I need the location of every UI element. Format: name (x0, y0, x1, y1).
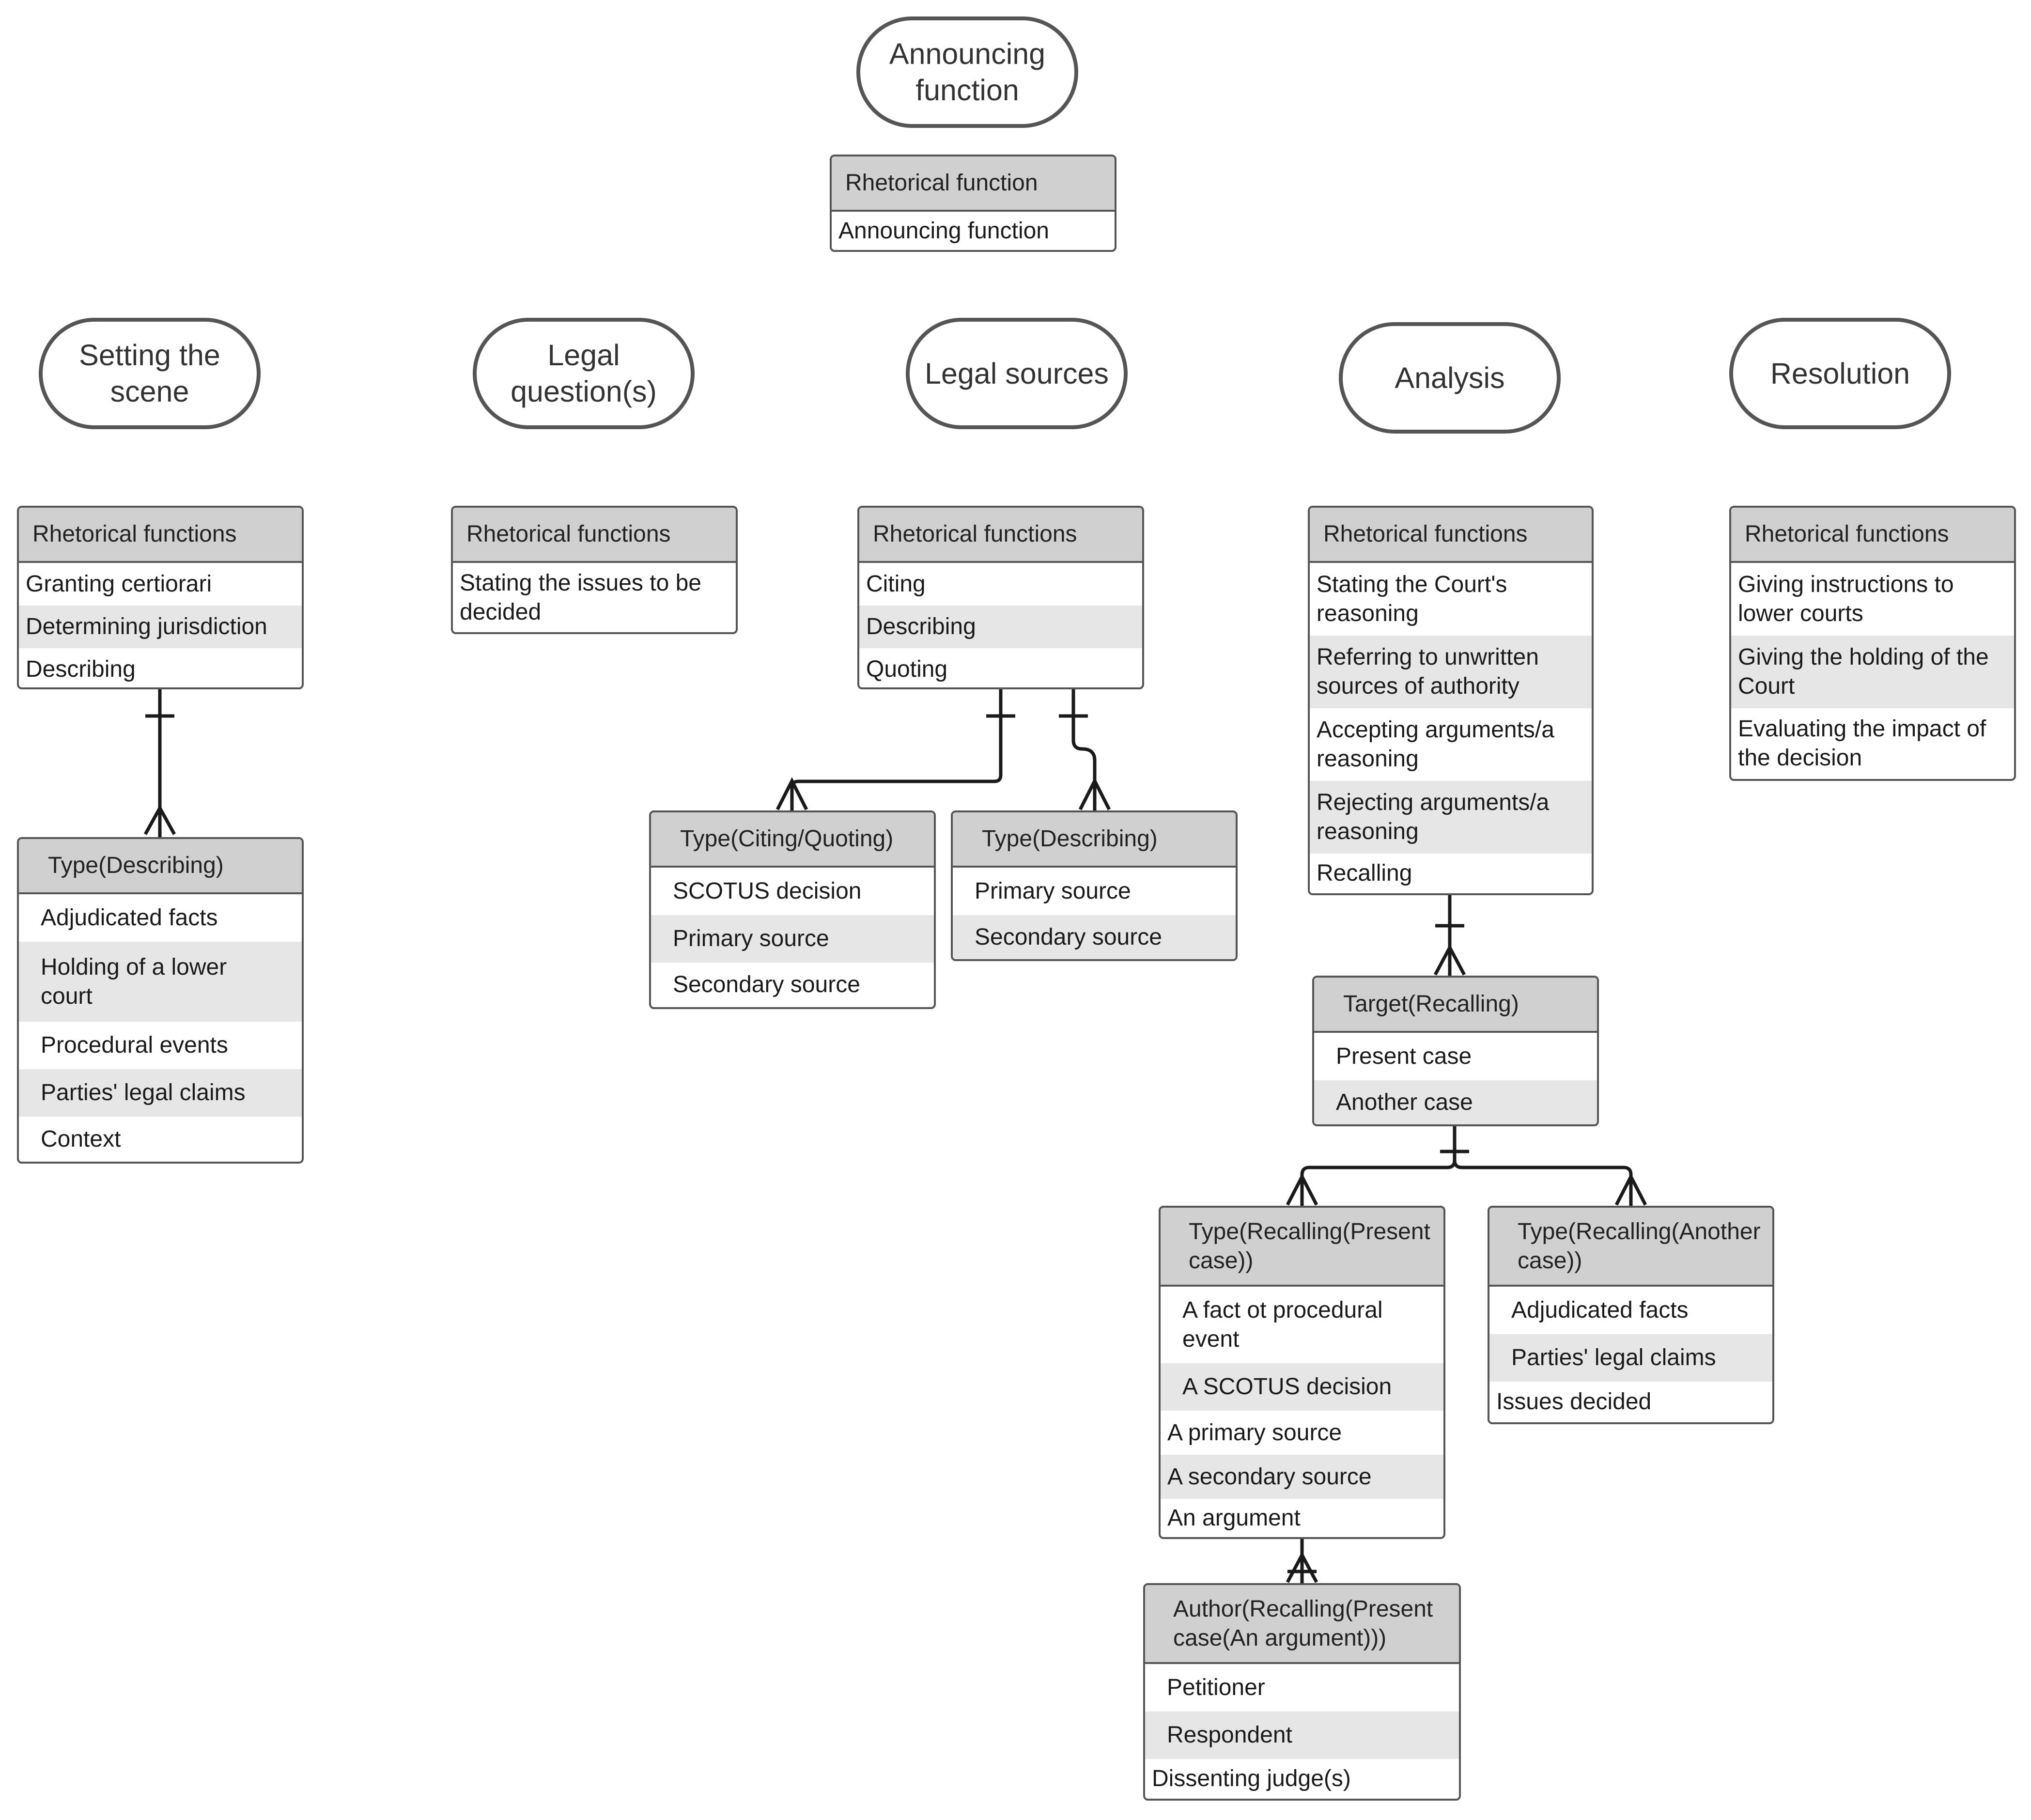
connector-present-to-author (1286, 1539, 1318, 1583)
table-row: Determining jurisdiction (19, 606, 302, 648)
pill-label: Legal sources (925, 357, 1109, 390)
table-row: Rejecting arguments/a reasoning (1310, 781, 1592, 854)
announcing-function-pill: Announcing function (856, 16, 1078, 128)
author-recalling-table: Author(Recalling(Present case(An argumen… (1143, 1583, 1461, 1801)
table-row: Primary source (975, 878, 1131, 904)
connector-sources-to-describing (1059, 689, 1111, 810)
setting-the-scene-pill: Setting the scene (39, 318, 261, 429)
table-row: Parties' legal claims (1489, 1334, 1772, 1382)
pill-label: Resolution (1770, 357, 1910, 390)
pill-label: Legal question(s) (511, 339, 657, 408)
table-row: Referring to unwritten sources of author… (1310, 636, 1592, 708)
table-row: Recalling (1317, 860, 1412, 886)
table-row: Announcing function (838, 218, 1049, 244)
table-row: Issues decided (1496, 1389, 1652, 1415)
table-row: Describing (26, 656, 136, 682)
table-row: Stating the Court's reasoning (1317, 572, 1507, 626)
table-row: Citing (866, 571, 926, 597)
table-header: Rhetorical functions (453, 508, 736, 563)
resolution-pill: Resolution (1729, 318, 1951, 429)
table-row: Another case (1314, 1080, 1597, 1124)
table-header: Type(Recalling(Present case)) (1161, 1208, 1443, 1287)
table-row: Evaluating the impact of the decision (1738, 716, 1986, 771)
table-header: Type(Citing/Quoting) (651, 812, 934, 868)
table-row: Stating the issues to be decided (460, 570, 701, 625)
type-describing-sources-table: Type(Describing) Primary source Secondar… (951, 810, 1238, 961)
table-row: Primary source (651, 915, 934, 963)
connector-target-to-recalling-types (1286, 1126, 1647, 1206)
table-row: Respondent (1145, 1711, 1459, 1759)
table-header: Rhetorical functions (859, 508, 1142, 563)
type-recalling-another-table: Type(Recalling(Another case)) Adjudicate… (1488, 1206, 1774, 1424)
table-row: Secondary source (673, 972, 860, 997)
table-header: Rhetorical functions (19, 508, 302, 563)
target-recalling-table: Target(Recalling) Present case Another c… (1312, 976, 1599, 1126)
connector-sources-to-citing-quoting (775, 689, 1015, 810)
table-header: Rhetorical functions (1731, 508, 2014, 563)
table-row: Giving instructions to lower courts (1738, 572, 1954, 626)
type-recalling-present-table: Type(Recalling(Present case)) A fact ot … (1159, 1206, 1445, 1539)
analysis-table: Rhetorical functions Stating the Court's… (1308, 506, 1594, 895)
table-header: Author(Recalling(Present case(An argumen… (1145, 1585, 1459, 1664)
table-row: Adjudicated facts (1511, 1297, 1689, 1323)
resolution-table: Rhetorical functions Giving instructions… (1729, 506, 2016, 781)
table-row: Parties' legal claims (19, 1069, 302, 1117)
connector-analysis-to-target (1433, 895, 1466, 976)
table-header: Rhetorical functions (1310, 508, 1592, 563)
analysis-pill: Analysis (1339, 322, 1561, 434)
table-row: Context (41, 1126, 121, 1152)
table-row: Adjudicated facts (41, 905, 218, 931)
table-row: Petitioner (1167, 1675, 1265, 1700)
table-row: A secondary source (1161, 1455, 1443, 1499)
table-header: Type(Describing) (953, 812, 1236, 868)
table-row: A fact ot procedural event (1182, 1297, 1383, 1352)
table-row: A SCOTUS decision (1161, 1363, 1443, 1411)
legal-sources-table: Rhetorical functions Citing Describing Q… (857, 506, 1144, 689)
table-row: Secondary source (953, 915, 1236, 959)
table-row: Accepting arguments/a reasoning (1317, 717, 1554, 772)
legal-questions-table: Rhetorical functions Stating the issues … (451, 506, 738, 634)
table-row: Dissenting judge(s) (1152, 1766, 1351, 1791)
type-citing-quoting-table: Type(Citing/Quoting) SCOTUS decision Pri… (649, 810, 936, 1009)
table-header: Type(Recalling(Another case)) (1489, 1208, 1772, 1287)
pill-label: Analysis (1395, 361, 1505, 394)
legal-sources-pill: Legal sources (906, 318, 1128, 429)
table-row: Describing (859, 606, 1142, 648)
table-row: A primary source (1167, 1419, 1342, 1446)
table-row: Holding of a lower court (19, 942, 302, 1022)
table-row: Giving the holding of the Court (1731, 636, 2014, 708)
table-row: Quoting (866, 656, 948, 682)
table-header: Target(Recalling) (1314, 978, 1597, 1033)
table-header: Type(Describing) (19, 839, 302, 894)
table-header: Rhetorical function (832, 156, 1115, 212)
table-row: SCOTUS decision (673, 878, 862, 904)
announcing-function-table: Rhetorical function Announcing function (830, 155, 1116, 252)
table-row: Procedural events (41, 1032, 228, 1058)
setting-the-scene-table: Rhetorical functions Granting certiorari… (17, 506, 304, 689)
pill-label: Announcing function (889, 37, 1046, 107)
type-describing-scene-table: Type(Describing) Adjudicated facts Holdi… (17, 837, 304, 1164)
table-row: Present case (1336, 1043, 1472, 1069)
table-row: Granting certiorari (26, 571, 212, 597)
connector-scene-to-type-describing (143, 689, 176, 837)
legal-questions-pill: Legal question(s) (473, 318, 695, 429)
pill-label: Setting the scene (79, 339, 220, 408)
table-row: An argument (1167, 1505, 1301, 1531)
